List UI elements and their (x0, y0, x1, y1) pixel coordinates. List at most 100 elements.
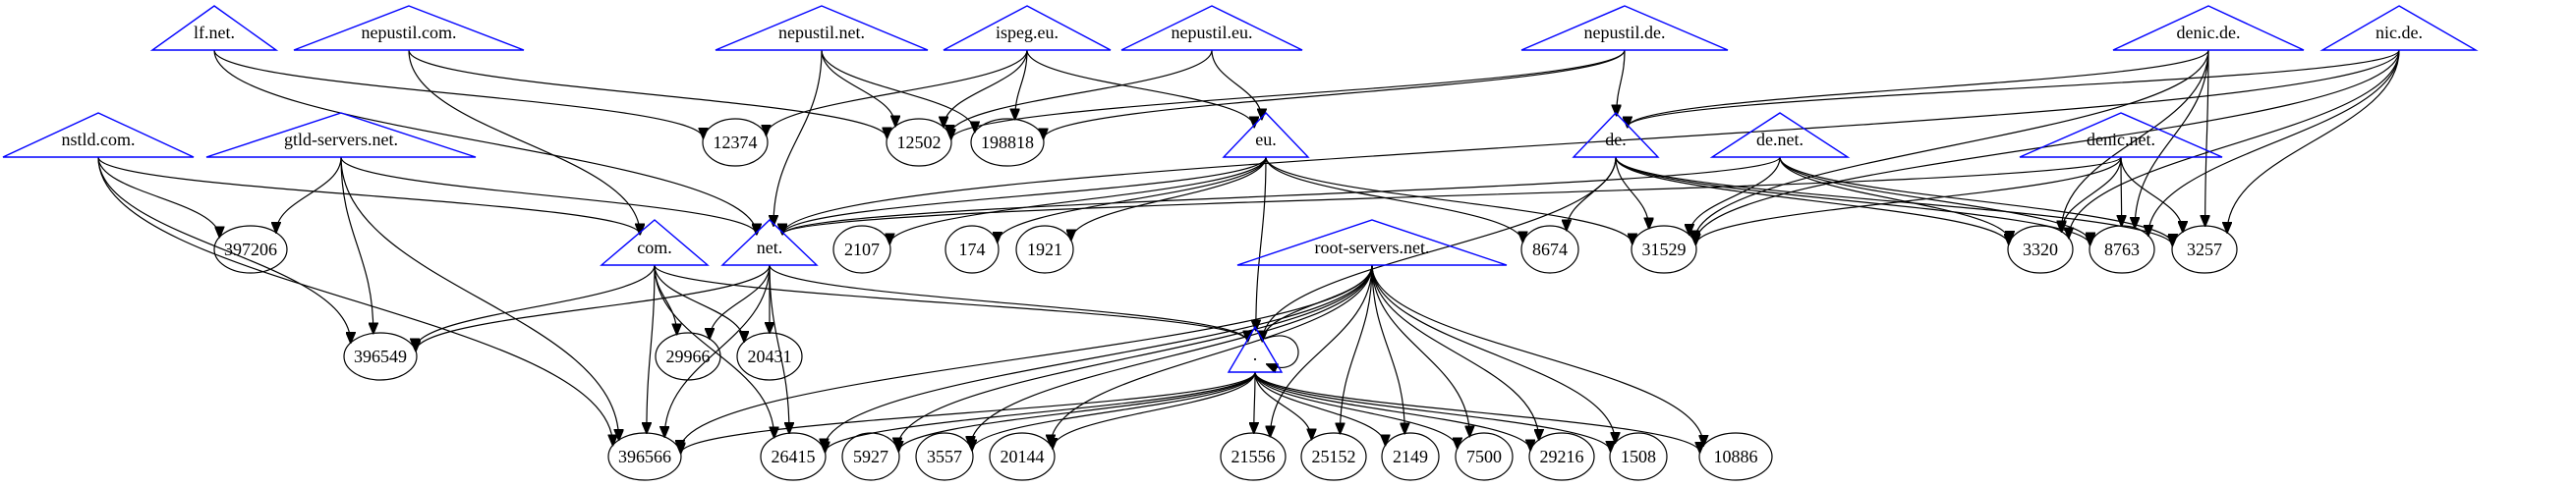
asn-node-1921[interactable]: 1921 (1015, 225, 1074, 274)
asn-node-29216[interactable]: 29216 (1528, 432, 1595, 481)
zone-label: denic.net. (2087, 130, 2155, 149)
asn-label: 10886 (1714, 447, 1758, 466)
edge-root-to-396566 (681, 371, 1256, 454)
asn-ellipse-shape (970, 118, 1045, 167)
zone-node-denic-de[interactable]: denic.de. (2112, 5, 2305, 51)
edge-root-servers-net-to-396566 (680, 264, 1373, 451)
zone-node-net[interactable]: net. (720, 219, 819, 266)
asn-node-31529[interactable]: 31529 (1631, 225, 1697, 274)
edge-root-to-1508 (1254, 371, 1611, 452)
asn-node-198818[interactable]: 198818 (970, 118, 1045, 167)
asn-node-25152[interactable]: 25152 (1300, 432, 1367, 481)
asn-node-20431[interactable]: 20431 (736, 332, 803, 381)
edge-root-to-root (1264, 335, 1299, 367)
zone-node-eu[interactable]: eu. (1222, 111, 1310, 158)
asn-ellipse-shape (2007, 225, 2074, 274)
asn-node-174[interactable]: 174 (945, 225, 1000, 274)
edge-com-to-26415 (654, 264, 774, 438)
asn-label: 396566 (618, 447, 671, 466)
edge-root-servers-net-to-26415 (824, 264, 1373, 449)
asn-label: 31529 (1642, 240, 1687, 259)
zone-label: nic.de. (2376, 23, 2423, 42)
asn-ellipse-shape (736, 332, 803, 381)
edge-com-to-root (654, 264, 1248, 342)
zone-label: nepustil.de. (1584, 23, 1666, 42)
asn-node-3557[interactable]: 3557 (915, 432, 974, 481)
zone-node-denic-net[interactable]: denic.net. (2019, 112, 2223, 158)
asn-label: 3257 (2187, 240, 2222, 259)
zone-node-nic-de[interactable]: nic.de. (2319, 5, 2479, 51)
edge-root-servers-net-to-1508 (1371, 264, 1615, 443)
zone-triangle-shape (1222, 111, 1310, 158)
asn-label: 25152 (1312, 447, 1356, 466)
zone-triangle-shape (2, 112, 195, 158)
zone-triangle-shape (2112, 5, 2305, 51)
asn-node-20144[interactable]: 20144 (989, 432, 1056, 481)
zone-node-lf-net[interactable]: lf.net. (149, 5, 279, 51)
edge-nstld-com-to-396566 (97, 156, 613, 445)
asn-ellipse-shape (1220, 432, 1287, 481)
zone-triangle-shape (2319, 5, 2479, 51)
zone-label: ispeg.eu. (996, 23, 1059, 42)
asn-node-12374[interactable]: 12374 (702, 118, 769, 167)
asn-node-3320[interactable]: 3320 (2007, 225, 2074, 274)
edge-root-servers-net-to-21556 (1270, 264, 1373, 437)
asn-node-1508[interactable]: 1508 (1609, 432, 1668, 481)
zone-node-nepustil-com[interactable]: nepustil.com. (293, 5, 525, 51)
zone-node-root[interactable]: . (1227, 325, 1284, 373)
asn-node-7500[interactable]: 7500 (1455, 432, 1514, 481)
asn-ellipse-shape (886, 118, 952, 167)
zone-label: nepustil.net. (778, 23, 865, 42)
edge-net-to-29966 (710, 264, 771, 339)
zone-node-nepustil-eu[interactable]: nepustil.eu. (1120, 5, 1303, 51)
asn-ellipse-shape (832, 225, 891, 274)
edge-ispeg-eu-to-198818 (1015, 49, 1028, 120)
zone-triangle-shape (293, 5, 525, 51)
edge-root-to-29216 (1254, 371, 1530, 451)
asn-label: 12374 (714, 133, 758, 152)
edge-root-to-26415 (825, 371, 1256, 453)
edge-gtld-servers-net-to-396549 (340, 156, 373, 333)
zone-node-de[interactable]: de. (1572, 111, 1660, 158)
zone-node-nepustil-de[interactable]: nepustil.de. (1520, 5, 1729, 51)
asn-ellipse-shape (760, 432, 827, 481)
asn-node-8763[interactable]: 8763 (2089, 225, 2155, 274)
asn-node-397206[interactable]: 397206 (213, 225, 288, 274)
asn-ellipse-shape (702, 118, 769, 167)
edge-nic-de-to-de (1628, 49, 2400, 127)
asn-label: 1921 (1027, 240, 1062, 259)
edge-nepustil-net-to-12502 (821, 49, 895, 126)
asn-node-2149[interactable]: 2149 (1381, 432, 1440, 481)
zone-node-nepustil-net[interactable]: nepustil.net. (715, 5, 929, 51)
asn-label: 20144 (1001, 447, 1045, 466)
edge-nepustil-com-to-com (408, 49, 640, 235)
edge-de-to-31529 (1615, 156, 1649, 229)
asn-ellipse-shape (1015, 225, 1074, 274)
asn-node-8674[interactable]: 8674 (1520, 225, 1579, 274)
edge-com-to-396566 (647, 264, 656, 433)
zone-node-nstld-com[interactable]: nstld.com. (2, 112, 195, 158)
zone-node-com[interactable]: com. (600, 219, 710, 266)
asn-node-10886[interactable]: 10886 (1698, 432, 1773, 481)
edge-de-net-to-net (782, 156, 1781, 235)
asn-node-3257[interactable]: 3257 (2171, 225, 2238, 274)
asn-node-396566[interactable]: 396566 (607, 432, 682, 481)
asn-node-2107[interactable]: 2107 (832, 225, 891, 274)
asn-node-26415[interactable]: 26415 (760, 432, 827, 481)
zone-node-de-net[interactable]: de.net. (1709, 112, 1851, 158)
asn-ellipse-shape (213, 225, 288, 274)
asn-node-5927[interactable]: 5927 (841, 432, 900, 481)
zone-node-ispeg-eu[interactable]: ispeg.eu. (943, 5, 1112, 51)
zone-node-gtld-servers-net[interactable]: gtld-servers.net. (205, 112, 477, 158)
asn-node-21556[interactable]: 21556 (1220, 432, 1287, 481)
asn-ellipse-shape (607, 432, 682, 481)
asn-node-12502[interactable]: 12502 (886, 118, 952, 167)
asn-node-396549[interactable]: 396549 (343, 332, 418, 381)
zone-triangle-shape (715, 5, 929, 51)
asn-ellipse-shape (841, 432, 900, 481)
edge-de-to-3320 (1615, 156, 2009, 244)
zone-node-root-servers-net[interactable]: root-servers.net. (1236, 219, 1508, 266)
asn-ellipse-shape (655, 332, 721, 381)
asn-node-29966[interactable]: 29966 (655, 332, 721, 381)
edge-nepustil-net-to-net (773, 49, 823, 226)
